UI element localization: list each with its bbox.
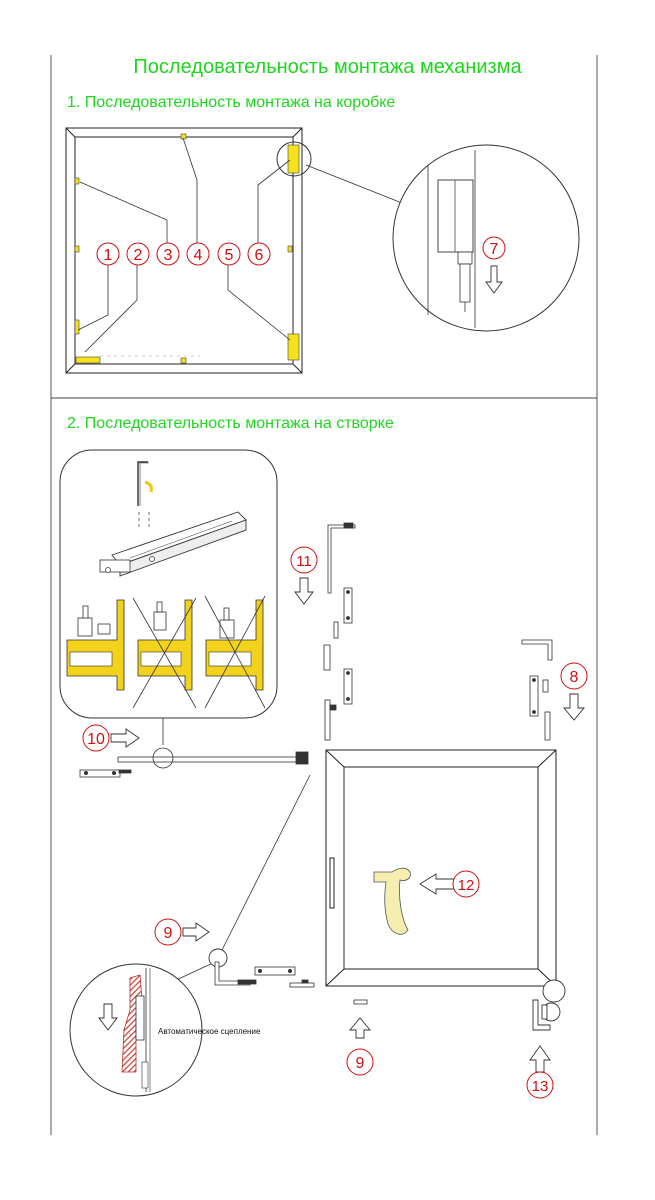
step-marker-5: 5 [217, 242, 241, 266]
arrow-down-step-8 [563, 693, 585, 721]
fitting-bottom-left [75, 356, 101, 364]
fitting-corner-top-right [287, 144, 300, 174]
svg-text:9: 9 [164, 925, 173, 942]
step-marker-11: 11 [290, 546, 318, 574]
arrow-down-step-11 [294, 577, 314, 605]
sash-bottom-parts [214, 961, 368, 1005]
section-1-heading: 1. Последовательность монтажа на коробке [67, 94, 396, 111]
arrow-up-step-13 [529, 1045, 551, 1073]
svg-text:9: 9 [356, 1055, 365, 1072]
frame-fittings [74, 133, 300, 364]
profile-section-wrong-2 [204, 595, 266, 709]
svg-text:10: 10 [87, 731, 105, 748]
step-marker-3: 3 [156, 242, 180, 266]
step-marker-12: 12 [452, 870, 480, 898]
frame-leader-lines [77, 137, 413, 353]
arrow-down-auto-coupling [98, 1003, 118, 1031]
profile-section-wrong-1 [132, 597, 197, 709]
step-marker-13: 13 [526, 1071, 554, 1099]
arrow-right-step-10 [110, 728, 140, 748]
svg-text:8: 8 [570, 669, 579, 686]
step-marker-8: 8 [560, 662, 588, 690]
sash-side-parts [323, 522, 356, 741]
bottom-detail-callout [69, 963, 203, 1097]
svg-text:13: 13 [532, 1078, 549, 1095]
profile-detail-box [59, 449, 278, 719]
sash-frame [325, 749, 557, 987]
hinge-part [532, 979, 566, 1031]
svg-text:5: 5 [225, 247, 234, 264]
arrow-down-step-7 [485, 265, 503, 294]
step-marker-9-left: 9 [154, 918, 182, 946]
step-marker-1: 1 [96, 242, 120, 266]
frame-outer [65, 127, 303, 374]
section-2-heading: 2. Последовательность монтажа на створке [67, 415, 394, 432]
sash-right-parts [521, 639, 553, 741]
svg-text:6: 6 [255, 247, 264, 264]
arrow-right-step-9 [182, 922, 210, 942]
page-title: Последовательность монтажа механизма [133, 56, 522, 78]
profile-section-ok [66, 599, 125, 691]
step-marker-4: 4 [186, 242, 210, 266]
auto-coupling-label: Автоматическое сцепление [158, 1027, 261, 1036]
svg-text:4: 4 [194, 247, 203, 264]
arrow-up-step-9 [349, 1017, 371, 1039]
sash-top-rail [79, 747, 309, 778]
svg-text:12: 12 [458, 877, 475, 894]
arrow-left-step-12 [419, 873, 456, 895]
svg-text:11: 11 [296, 553, 312, 570]
svg-text:3: 3 [164, 247, 173, 264]
step-marker-6: 6 [247, 242, 271, 266]
frame-detail-callout [276, 141, 580, 332]
fitting-corner-bottom-right [287, 333, 300, 361]
step-marker-10: 10 [82, 724, 110, 752]
step-marker-2: 2 [126, 242, 150, 266]
handle-part [373, 867, 411, 935]
svg-text:1: 1 [104, 247, 113, 264]
step-marker-7: 7 [482, 236, 506, 260]
svg-text:7: 7 [490, 241, 499, 258]
svg-text:2: 2 [134, 247, 143, 264]
step-marker-9-bottom: 9 [346, 1048, 374, 1076]
